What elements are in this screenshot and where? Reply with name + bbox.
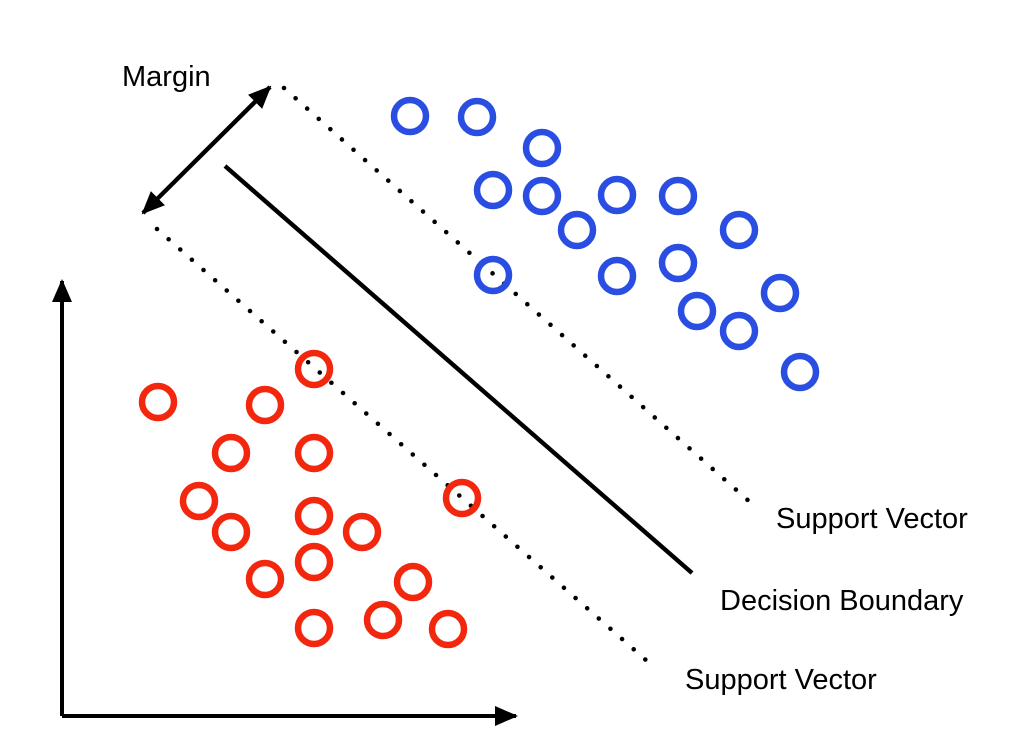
data-point-red-class — [393, 562, 433, 602]
data-point-blue-class — [557, 210, 597, 250]
data-point-red-class — [294, 496, 334, 536]
data-point-red-class — [342, 512, 382, 552]
data-point-blue-class — [522, 176, 562, 216]
data-point-blue-class — [473, 255, 513, 295]
decision-boundary-line — [223, 164, 694, 575]
data-point-blue-class — [390, 96, 430, 136]
support-vector-label-top: Support Vector — [776, 503, 968, 535]
data-point-blue-class — [719, 210, 759, 250]
axes — [52, 279, 518, 726]
data-point-blue-class — [658, 243, 698, 283]
support-vector-line-upper — [281, 85, 754, 506]
data-point-red-class — [294, 542, 334, 582]
margin-label: Margin — [122, 61, 211, 93]
support-vector-label-bottom: Support Vector — [685, 664, 877, 696]
data-point-red-class — [294, 349, 334, 389]
data-point-blue-class — [597, 175, 637, 215]
data-point-red-class — [294, 608, 334, 648]
data-point-red-class — [211, 512, 251, 552]
data-point-blue-class — [457, 97, 497, 137]
data-point-blue-class — [780, 352, 820, 392]
data-point-red-class — [245, 385, 285, 425]
data-point-red-class — [294, 433, 334, 473]
data-point-red-class — [138, 382, 178, 422]
data-point-red-class — [211, 433, 251, 473]
data-point-red-class — [363, 600, 403, 640]
data-point-blue-class — [473, 170, 513, 210]
data-point-red-class — [442, 478, 482, 518]
data-point-blue-class — [760, 273, 800, 313]
data-point-blue-class — [677, 291, 717, 331]
data-point-blue-class — [658, 176, 698, 216]
decision-boundary-label: Decision Boundary — [720, 585, 964, 617]
support-vector-line-lower — [154, 226, 650, 664]
data-point-red-class — [179, 481, 219, 521]
data-point-blue-class — [597, 256, 637, 296]
blue-class-points — [390, 96, 820, 392]
data-point-blue-class — [522, 128, 562, 168]
data-point-red-class — [428, 609, 468, 649]
data-point-blue-class — [719, 311, 759, 351]
data-point-red-class — [245, 559, 285, 599]
red-class-points — [138, 349, 482, 649]
margin-arrow — [141, 85, 272, 215]
